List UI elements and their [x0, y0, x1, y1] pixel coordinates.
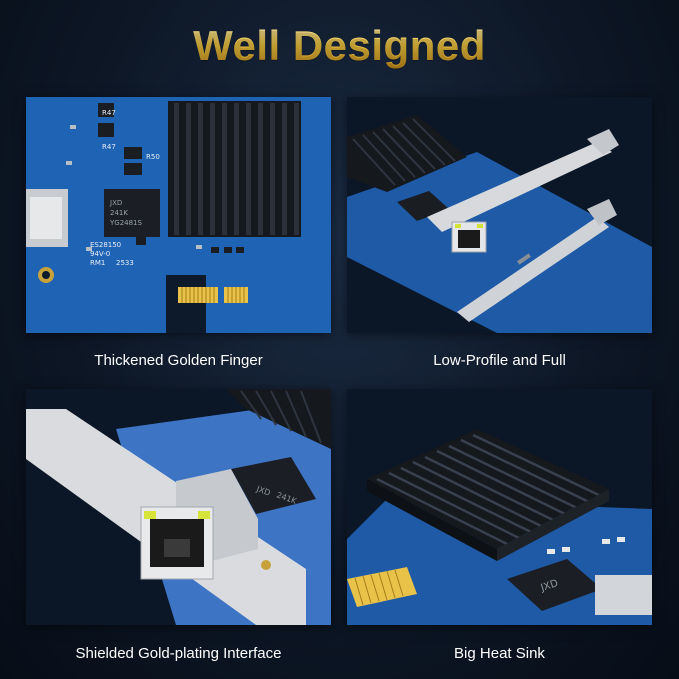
pcb-label: R47 — [102, 143, 116, 151]
gold-finger — [347, 567, 417, 607]
caption-golden-finger: Thickened Golden Finger — [94, 352, 263, 369]
bracket-options-image — [347, 97, 652, 333]
full-height-bracket — [427, 142, 612, 232]
heat-sink — [367, 429, 609, 561]
chip-label: YG2481S — [109, 219, 143, 227]
controller-chip — [507, 559, 602, 611]
panel-low-profile-full — [347, 97, 652, 333]
gold-finger — [178, 287, 248, 303]
heat-sink — [226, 389, 331, 449]
led-indicator — [144, 511, 156, 519]
pcb-label: R47 — [102, 109, 116, 117]
chip-label: 241K — [110, 209, 128, 217]
caption-shielded-interface: Shielded Gold-plating Interface — [75, 645, 282, 662]
pcb-label: RM1 — [90, 259, 105, 267]
pcb-label: 2533 — [116, 259, 134, 267]
controller-chip — [231, 457, 316, 514]
shielded-port-image: JXD 241K — [26, 389, 331, 625]
pcb-label: 94V-0 — [90, 250, 110, 258]
panel-golden-finger: JXD 241K YG2481S ES28150 94V-0 RM1 2533 … — [26, 97, 331, 333]
caption-low-profile-full: Low-Profile and Full — [433, 352, 566, 369]
pcb-label: ES28150 — [90, 241, 121, 249]
chip-label: JXD — [109, 199, 122, 207]
heat-sink-image: JXD — [347, 389, 652, 625]
page-title: Well Designed — [0, 22, 679, 70]
low-profile-bracket — [457, 217, 609, 322]
led-indicator — [198, 511, 210, 519]
caption-big-heat-sink: Big Heat Sink — [454, 645, 545, 662]
controller-chip — [104, 189, 160, 237]
pcb-top-view-image: JXD 241K YG2481S ES28150 94V-0 RM1 2533 … — [26, 97, 331, 333]
panel-shielded-interface: JXD 241K — [26, 389, 331, 625]
rj45-port — [595, 575, 652, 615]
pcb-label: R50 — [146, 153, 160, 161]
panel-big-heat-sink: JXD — [347, 389, 652, 625]
